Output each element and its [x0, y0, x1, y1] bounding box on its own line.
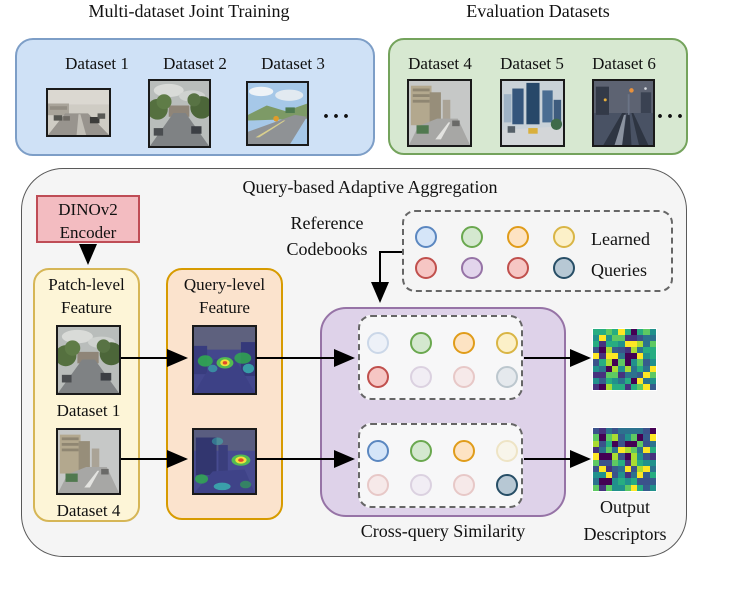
- query-circle-purple: [410, 474, 432, 496]
- dataset-label: Dataset 6: [592, 54, 656, 73]
- dataset-3-photo: [246, 81, 309, 146]
- training-box: Dataset 1 Dataset 2 Dataset 3: [15, 38, 375, 156]
- similarity-circles-1: [367, 332, 521, 388]
- reference-codebooks-label: Reference Codebooks: [286, 213, 368, 259]
- patch-dataset-1-label: Dataset 1: [56, 401, 121, 420]
- query-feature-heatmap-1: [192, 325, 257, 395]
- query-circle-red: [415, 257, 437, 279]
- cross-query-similarity-label: Cross-query Similarity: [360, 521, 526, 541]
- dataset-1-photo: [46, 88, 111, 137]
- output-descriptor-grid-2: [592, 427, 657, 492]
- patch-dataset-4-label: Dataset 4: [56, 501, 121, 520]
- dataset-5-photo: [500, 79, 565, 147]
- query-circle-green: [410, 332, 432, 354]
- dataset-label: Dataset 2: [163, 54, 227, 73]
- output-descriptor-grid-1: [592, 328, 657, 391]
- dataset-2-photo: [148, 79, 211, 148]
- query-circle-slate: [553, 257, 575, 279]
- similarity-circles-2: [367, 440, 521, 496]
- query-circle-blue: [415, 226, 437, 248]
- patch-level-box: Patch-level Feature Dataset 1: [33, 268, 140, 522]
- query-circle-slate: [496, 474, 518, 496]
- similarity-set-1: [358, 315, 523, 400]
- query-circle-orange: [453, 440, 475, 462]
- similarity-set-2: [358, 423, 523, 508]
- evaluation-title: Evaluation Datasets: [466, 1, 610, 21]
- query-circle-red: [453, 474, 475, 496]
- query-circle-orange: [507, 226, 529, 248]
- query-circle-red: [453, 366, 475, 388]
- dataset-label: Dataset 3: [261, 54, 325, 73]
- query-circle-yellow: [553, 226, 575, 248]
- evaluation-box: Dataset 4 Dataset 5 Dataset 6: [388, 38, 688, 155]
- query-circle-purple: [461, 257, 483, 279]
- query-circle-red: [507, 257, 529, 279]
- query-level-box: Query-level Feature: [166, 268, 283, 520]
- more-evaluation-datasets-ellipsis: ···: [656, 104, 687, 130]
- learned-queries-box: Learned Queries: [402, 210, 673, 292]
- codebook-circles: [415, 226, 575, 279]
- dataset-label: Dataset 1: [65, 54, 129, 73]
- dinov2-encoder-box: DINOv2 Encoder: [36, 195, 140, 243]
- query-circle-green: [461, 226, 483, 248]
- query-feature-heatmap-2: [192, 428, 257, 495]
- query-circle-blue: [367, 332, 389, 354]
- more-training-datasets-ellipsis: ···: [322, 104, 353, 130]
- dataset-4-photo: [407, 79, 472, 147]
- dataset-label: Dataset 4: [408, 54, 472, 73]
- query-circle-yellow: [496, 332, 518, 354]
- patch-dataset-4-photo: [56, 428, 121, 495]
- learned-queries-label: Learned Queries: [591, 229, 650, 280]
- query-circle-red: [367, 474, 389, 496]
- patch-dataset-1-photo: [56, 325, 121, 395]
- cross-query-similarity-box: [320, 307, 566, 517]
- patch-level-title: Patch-level Feature: [48, 275, 125, 317]
- query-circle-green: [410, 440, 432, 462]
- query-circle-slate: [496, 366, 518, 388]
- query-circle-purple: [410, 366, 432, 388]
- output-descriptors-label: Output Descriptors: [583, 497, 667, 544]
- query-circle-red: [367, 366, 389, 388]
- dataset-label: Dataset 5: [500, 54, 564, 73]
- training-title: Multi-dataset Joint Training: [88, 1, 290, 21]
- aggregation-title: Query-based Adaptive Aggregation: [242, 177, 498, 197]
- encoder-label-line2: Encoder: [59, 223, 117, 242]
- query-level-title: Query-level Feature: [183, 275, 266, 317]
- encoder-label-line1: DINOv2: [58, 200, 118, 219]
- query-circle-yellow: [496, 440, 518, 462]
- dataset-6-photo: [592, 79, 655, 147]
- query-circle-orange: [453, 332, 475, 354]
- query-circle-blue: [367, 440, 389, 462]
